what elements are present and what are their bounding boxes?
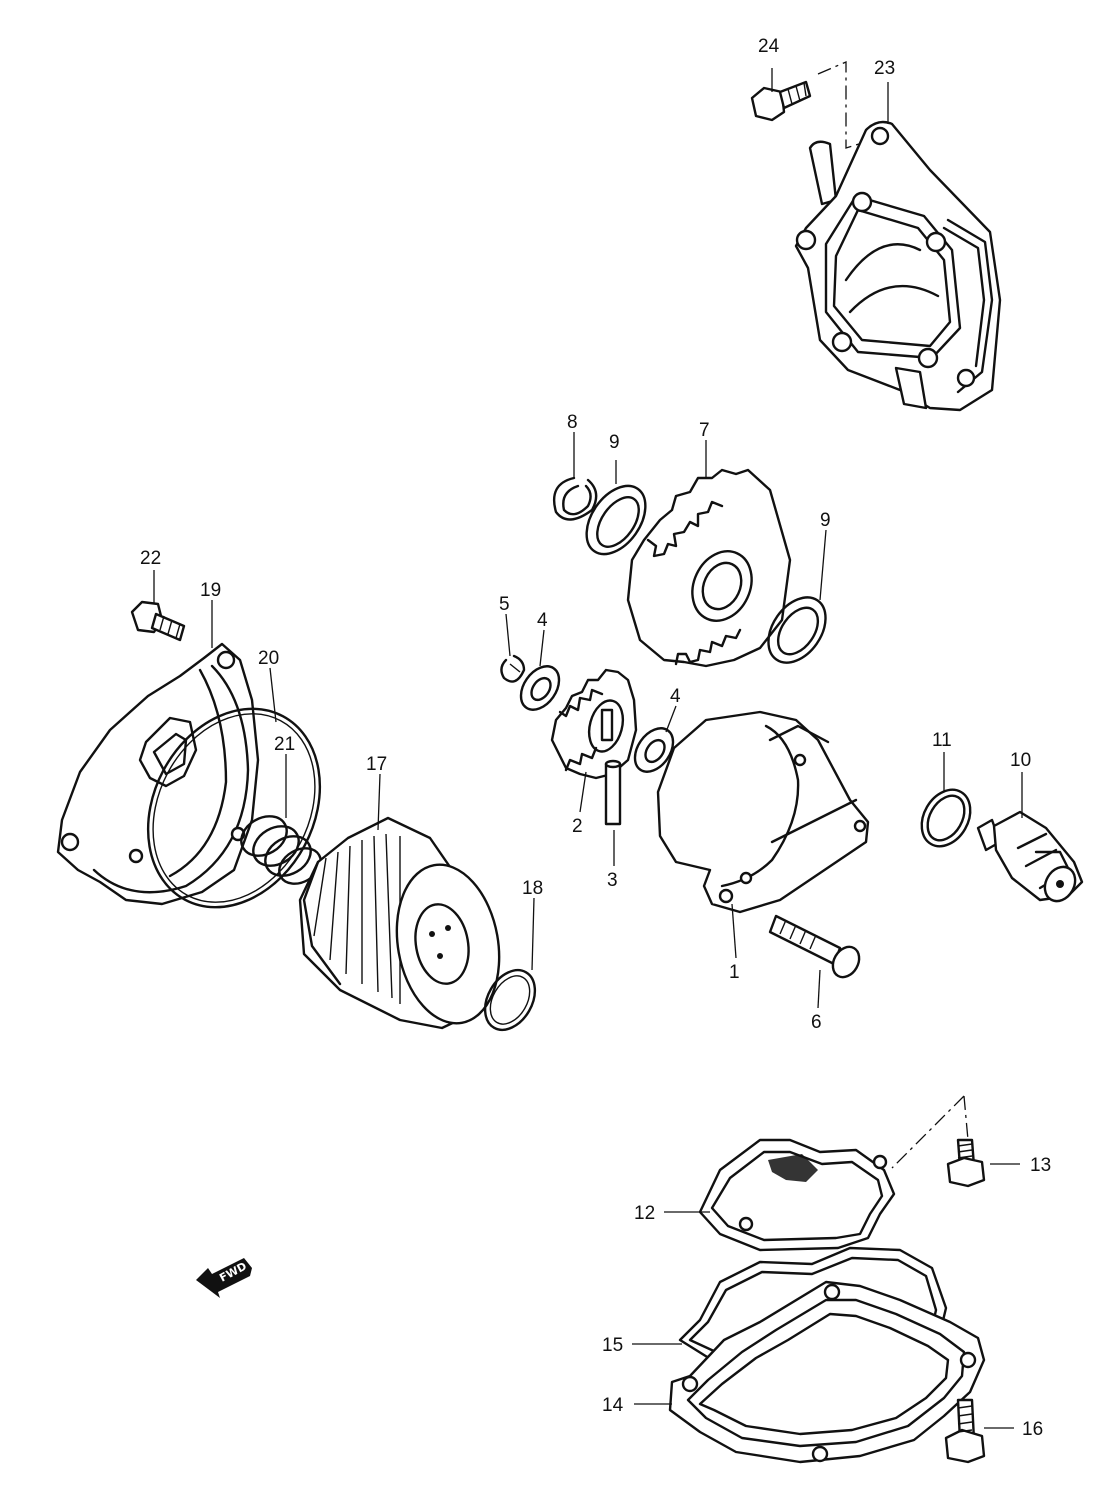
part-16-bolt[interactable] <box>944 1398 986 1464</box>
part-4-washer-upper[interactable] <box>513 659 567 717</box>
callout-11: 11 <box>932 730 952 751</box>
part-8-circlip[interactable] <box>552 476 598 521</box>
guide-line-12 <box>891 1095 965 1169</box>
callout-labels: 24 23 8 9 7 9 5 4 4 2 3 1 6 11 10 22 19 … <box>140 36 1051 1440</box>
part-21-spring[interactable] <box>234 808 327 890</box>
part-17-oil-filter[interactable] <box>298 816 511 1031</box>
callout-14: 14 <box>602 1395 624 1416</box>
part-22-bolt[interactable] <box>130 600 186 642</box>
callout-20: 20 <box>258 648 279 669</box>
callout-17: 17 <box>366 754 387 775</box>
part-11-o-ring[interactable] <box>912 781 980 855</box>
callout-3: 3 <box>607 870 618 891</box>
callout-22: 22 <box>140 548 161 569</box>
callout-24: 24 <box>758 36 780 57</box>
forward-arrow-icon: FWD <box>196 1258 252 1298</box>
part-1-oil-pump-body[interactable] <box>656 710 870 914</box>
leader-lines <box>153 68 1023 1429</box>
part-12-gasket[interactable] <box>698 1138 896 1252</box>
part-14-oil-pan[interactable] <box>668 1280 986 1464</box>
part-2-drive-gear[interactable] <box>550 668 638 780</box>
callout-7: 7 <box>699 420 710 441</box>
callout-9-upper: 9 <box>609 432 620 453</box>
callout-4-upper: 4 <box>537 610 548 631</box>
part-24-bolt[interactable] <box>750 80 812 122</box>
callout-18: 18 <box>522 878 543 899</box>
callout-19: 19 <box>200 580 221 601</box>
callout-23: 23 <box>874 58 895 79</box>
callout-4-lower: 4 <box>670 686 681 707</box>
part-7-driven-gear[interactable] <box>626 468 792 668</box>
part-13-bolt[interactable] <box>946 1138 986 1188</box>
callout-13: 13 <box>1030 1155 1051 1176</box>
guide-line-13 <box>963 1095 969 1141</box>
callout-8: 8 <box>567 412 578 433</box>
callout-1: 1 <box>729 962 740 983</box>
callout-12: 12 <box>634 1203 655 1224</box>
guide-line-24 <box>817 61 873 149</box>
callout-16: 16 <box>1022 1419 1043 1440</box>
part-10-pressure-switch[interactable] <box>976 810 1084 907</box>
part-19-filter-cover[interactable] <box>56 642 260 906</box>
part-4-washer-lower[interactable] <box>627 721 681 779</box>
part-20-o-ring[interactable] <box>115 679 354 938</box>
callout-15: 15 <box>602 1335 623 1356</box>
part-9-washer-upper[interactable] <box>575 475 658 565</box>
part-18-o-ring[interactable] <box>475 961 545 1038</box>
callout-2: 2 <box>572 816 583 837</box>
part-3-dowel-pin[interactable] <box>604 759 622 826</box>
callout-5: 5 <box>499 594 510 615</box>
callout-6: 6 <box>811 1012 822 1033</box>
callout-10: 10 <box>1010 750 1031 771</box>
callout-21: 21 <box>274 734 295 755</box>
part-23-pump-cover[interactable] <box>794 120 1002 412</box>
part-6-bolt[interactable] <box>768 914 864 982</box>
part-9-washer-lower[interactable] <box>757 587 838 674</box>
part-5-clip[interactable] <box>500 654 526 683</box>
callout-9-right: 9 <box>820 510 831 531</box>
